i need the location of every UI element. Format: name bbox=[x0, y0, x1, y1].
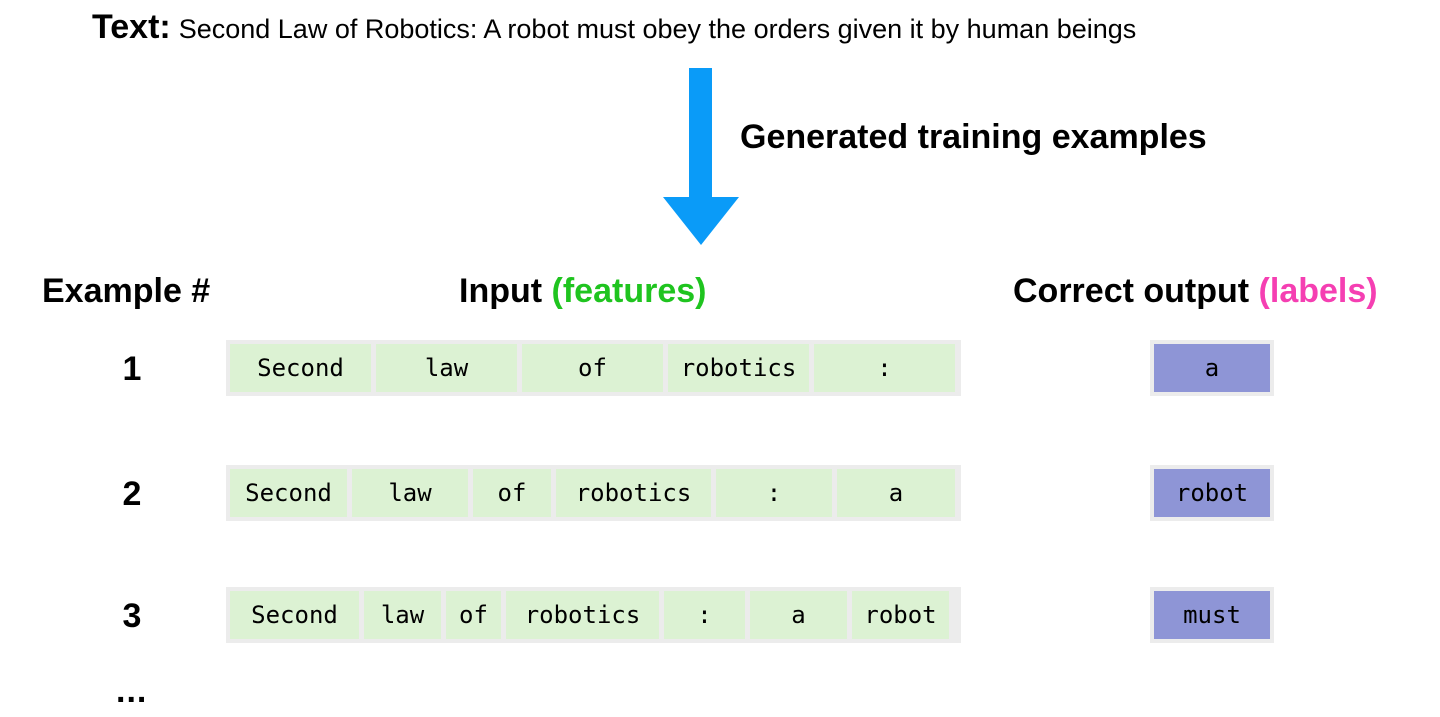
down-arrow-icon bbox=[663, 197, 739, 245]
column-header-output-text: Correct output bbox=[1013, 272, 1250, 310]
input-token: robotics bbox=[556, 469, 711, 517]
input-token: law bbox=[376, 344, 517, 392]
input-token: robotics bbox=[506, 591, 659, 639]
input-token-row: Second law of robotics : a bbox=[226, 465, 961, 521]
input-token: law bbox=[364, 591, 441, 639]
input-token: a bbox=[750, 591, 847, 639]
input-token: Second bbox=[230, 591, 359, 639]
example-number: 1 bbox=[122, 350, 142, 388]
source-text-line: Text:Second Law of Robotics: A robot mus… bbox=[92, 8, 1136, 47]
output-label: must bbox=[1154, 591, 1270, 639]
column-header-input: Input (features) bbox=[459, 272, 706, 311]
input-token-row: Second law of robotics : bbox=[226, 340, 961, 396]
example-number: 2 bbox=[122, 475, 142, 513]
output-label-box: a bbox=[1150, 340, 1274, 396]
column-header-labels: (labels) bbox=[1258, 272, 1378, 310]
more-examples-ellipsis: ... bbox=[116, 672, 148, 710]
column-header-input-text: Input bbox=[459, 272, 543, 310]
input-token: : bbox=[814, 344, 955, 392]
column-header-output: Correct output (labels) bbox=[1013, 272, 1378, 311]
input-token: : bbox=[716, 469, 832, 517]
source-text-value: Second Law of Robotics: A robot must obe… bbox=[178, 14, 1137, 44]
output-label: robot bbox=[1154, 469, 1270, 517]
output-label: a bbox=[1154, 344, 1270, 392]
input-token: of bbox=[473, 469, 551, 517]
input-token: of bbox=[446, 591, 501, 639]
input-token: robotics bbox=[668, 344, 809, 392]
example-number: 3 bbox=[122, 597, 142, 635]
down-arrow-shaft bbox=[689, 68, 712, 200]
input-token: Second bbox=[230, 469, 347, 517]
input-token: : bbox=[664, 591, 745, 639]
arrow-label: Generated training examples bbox=[740, 118, 1207, 156]
input-token: of bbox=[522, 344, 663, 392]
source-text-label: Text: bbox=[92, 8, 171, 46]
column-header-features: (features) bbox=[551, 272, 707, 310]
input-token-row: Second law of robotics : a robot bbox=[226, 587, 961, 643]
input-token: Second bbox=[230, 344, 371, 392]
column-header-example: Example # bbox=[42, 272, 211, 310]
output-label-box: must bbox=[1150, 587, 1274, 643]
input-token: robot bbox=[852, 591, 949, 639]
input-token: law bbox=[352, 469, 468, 517]
output-label-box: robot bbox=[1150, 465, 1274, 521]
input-token: a bbox=[837, 469, 955, 517]
